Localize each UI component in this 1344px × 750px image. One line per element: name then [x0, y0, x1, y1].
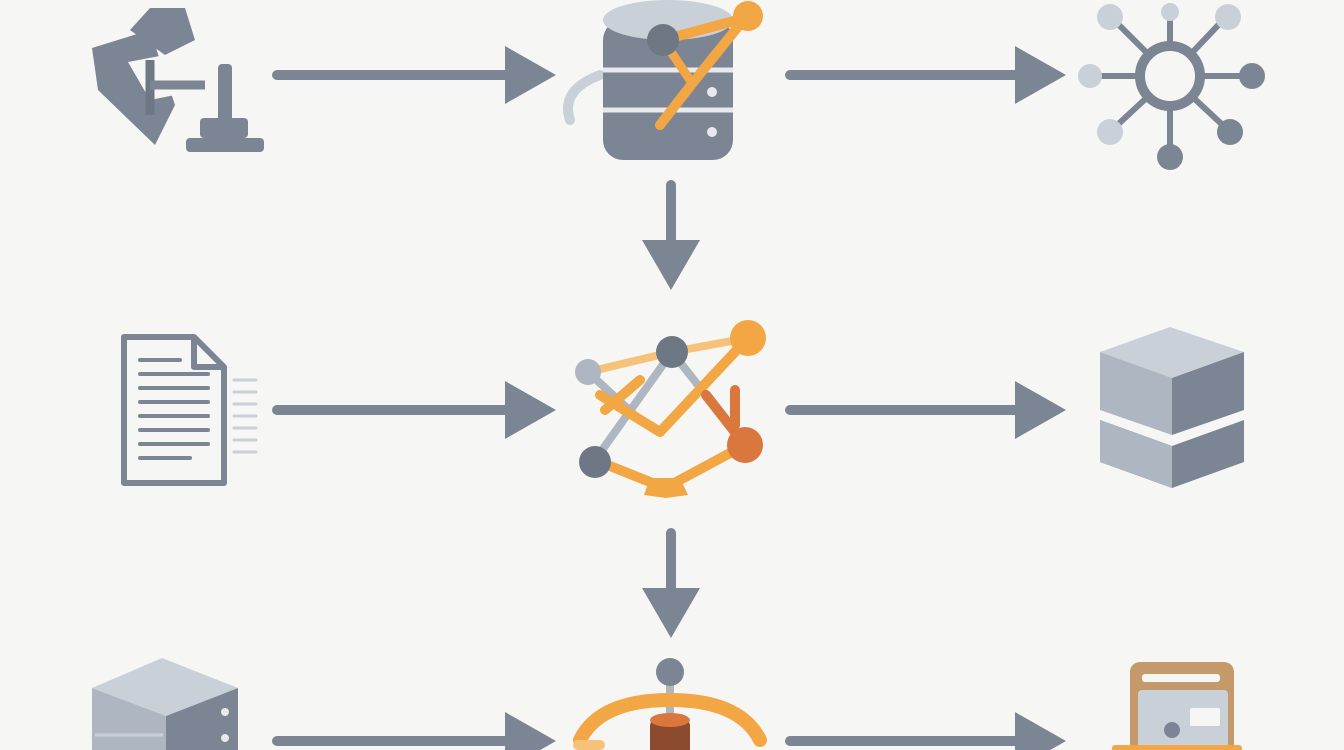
telescope-icon [92, 8, 264, 152]
database-graph-icon [563, 0, 763, 160]
dashboard-card-icon [1112, 662, 1242, 750]
server-icon [92, 658, 238, 750]
arrow-orbit-core-to-dashboard-card [785, 712, 1066, 750]
arrow-document-to-knowledge-graph [272, 381, 556, 439]
arrow-knowledge-graph-to-stacked-cubes [785, 381, 1066, 439]
stacked-cubes-icon [1100, 327, 1244, 488]
arrow-server-to-orbit-core [272, 712, 556, 750]
knowledge-graph-icon [575, 320, 766, 498]
arrow-database-to-network-hub [785, 46, 1066, 104]
document-icon [121, 334, 258, 486]
arrow-telescope-to-database [272, 46, 556, 104]
arrow-database-to-knowledge-graph [642, 180, 700, 290]
arrow-knowledge-graph-to-orbit-core [642, 528, 700, 638]
orbit-core-icon [573, 658, 767, 750]
network-hub-icon [1078, 3, 1265, 170]
